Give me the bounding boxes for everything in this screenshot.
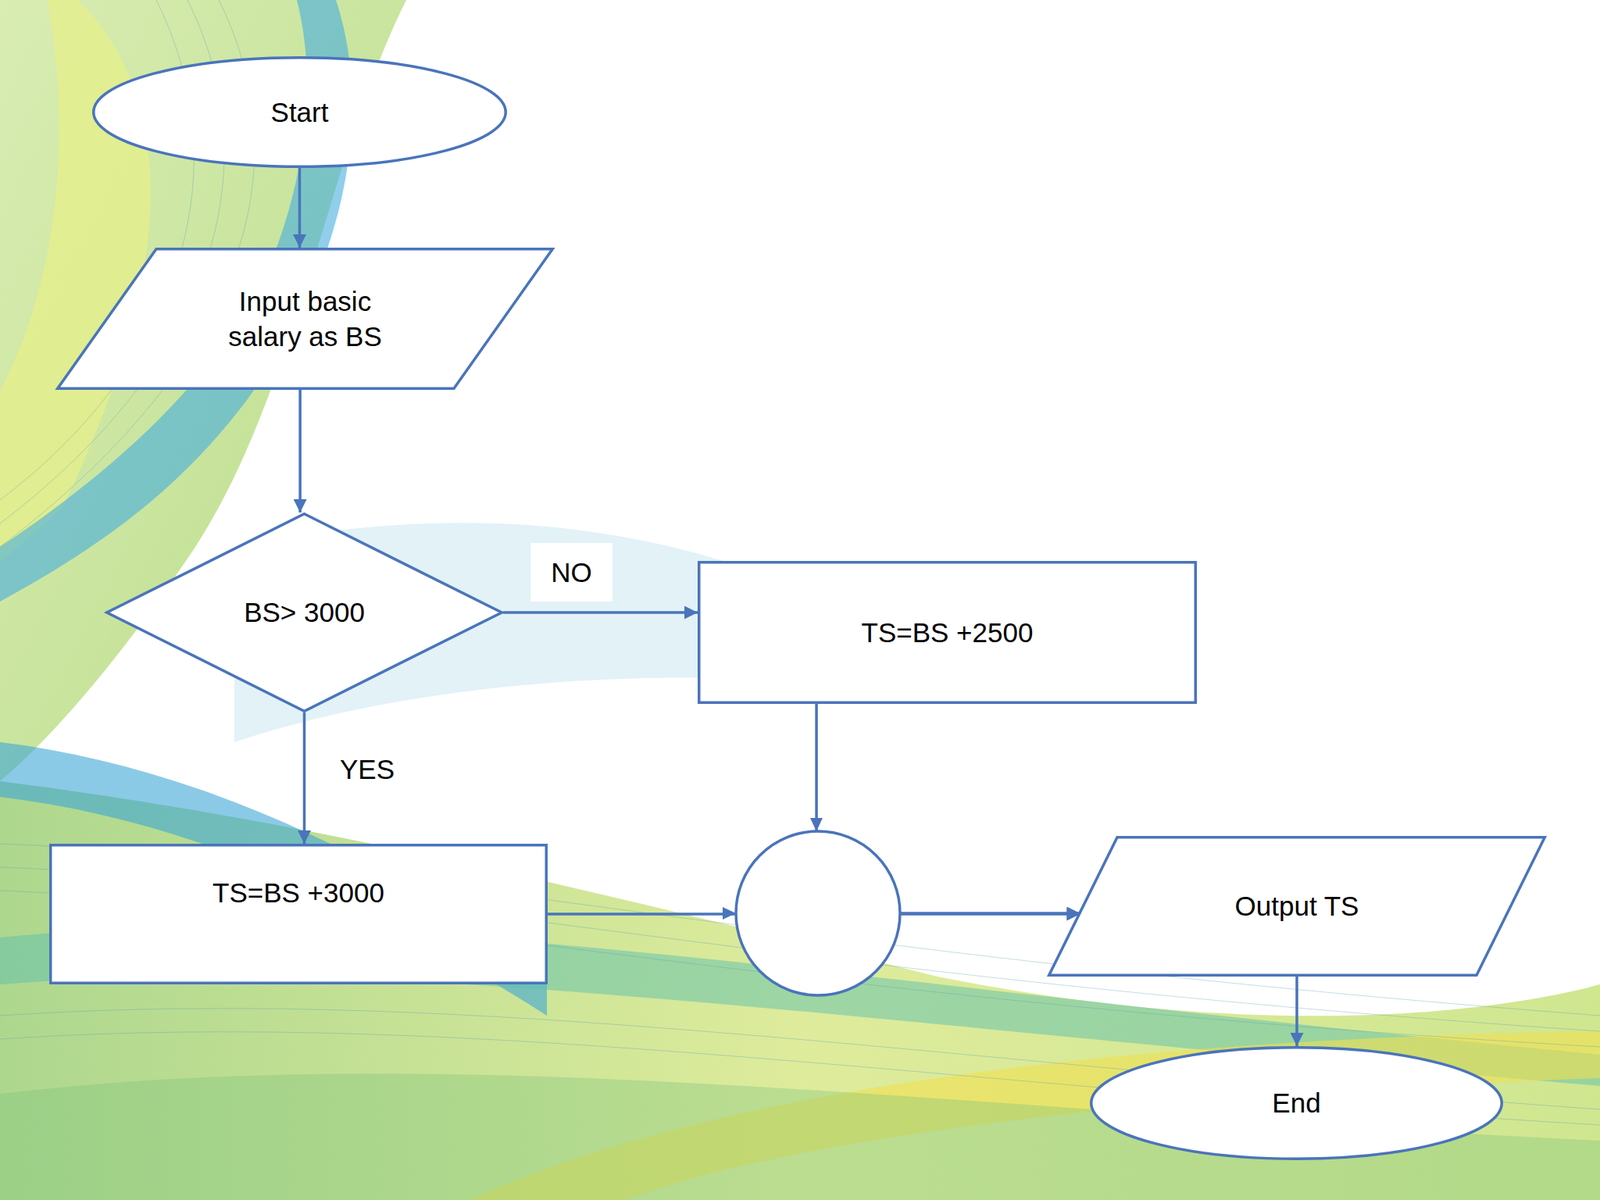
flow-arrow	[816, 703, 1080, 914]
node-outline	[56, 247, 554, 390]
arrow-head	[810, 817, 823, 832]
branch-label: NO	[530, 542, 613, 602]
node-label: Input basic salary as BS	[203, 283, 408, 355]
io-parallelogram: Input basic salary as BS	[56, 247, 554, 390]
mesh-line	[0, 890, 1600, 1047]
band-green	[0, 1073, 1600, 1200]
node-label: End	[1271, 1085, 1321, 1122]
node-label: Start	[271, 94, 329, 131]
node-outline	[1047, 835, 1547, 977]
arrow-head	[722, 907, 736, 920]
node-text-area: Input basic salary as BS	[56, 247, 554, 390]
node-outline	[1089, 1046, 1504, 1161]
flow-arrow	[298, 389, 302, 513]
node-outline	[105, 512, 504, 713]
rect-outline	[699, 562, 1197, 704]
node-text-area: BS> 3000	[105, 512, 504, 713]
process-box: TS=BS +2500	[697, 560, 1197, 704]
parallelogram-outline	[1049, 837, 1546, 976]
diamond-outline	[107, 514, 503, 712]
flow-arrow	[503, 610, 698, 615]
node-outline	[697, 560, 1197, 704]
mesh-line	[0, 843, 1600, 1016]
node-outline	[49, 843, 548, 985]
mesh-lines	[0, 0, 1600, 1125]
node-label: TS=BS +2500	[861, 614, 1034, 651]
node-label: Output TS	[1235, 888, 1360, 925]
parallelogram-outline	[57, 249, 554, 390]
node-text-area: Output TS	[1047, 835, 1547, 977]
node-text-area: TS=BS +3000	[49, 843, 548, 985]
process-box: TS=BS +3000	[49, 843, 548, 985]
oval-outline	[1091, 1047, 1503, 1160]
mesh-line	[0, 0, 194, 500]
terminator-oval: End	[1089, 1046, 1504, 1161]
io-parallelogram: Output TS	[1047, 835, 1547, 977]
mesh-line	[0, 1032, 1600, 1125]
flow-arrow	[1295, 976, 1299, 1047]
node-text-area: TS=BS +2500	[697, 560, 1197, 704]
swirl-blue	[0, 0, 353, 602]
mesh-line	[0, 0, 225, 524]
wash-light-blue	[234, 522, 1016, 743]
flow-arrow	[303, 712, 307, 844]
node-text-area: End	[1089, 1046, 1504, 1161]
rect-outline	[50, 845, 547, 984]
node-outline	[92, 56, 508, 168]
connector-circle	[735, 831, 900, 996]
node-label: BS> 3000	[243, 594, 365, 631]
node-text-area: Start	[92, 56, 508, 168]
flow-arrow	[298, 167, 302, 248]
terminator-oval: Start	[92, 56, 508, 168]
mesh-line	[0, 867, 1600, 1032]
mesh-line	[0, 1008, 1600, 1110]
oval-outline	[93, 57, 507, 168]
mesh-line	[0, 0, 255, 547]
node-label: TS=BS +3000	[212, 875, 385, 911]
decision-diamond: BS> 3000	[105, 512, 504, 713]
branch-label: YES	[324, 737, 411, 801]
